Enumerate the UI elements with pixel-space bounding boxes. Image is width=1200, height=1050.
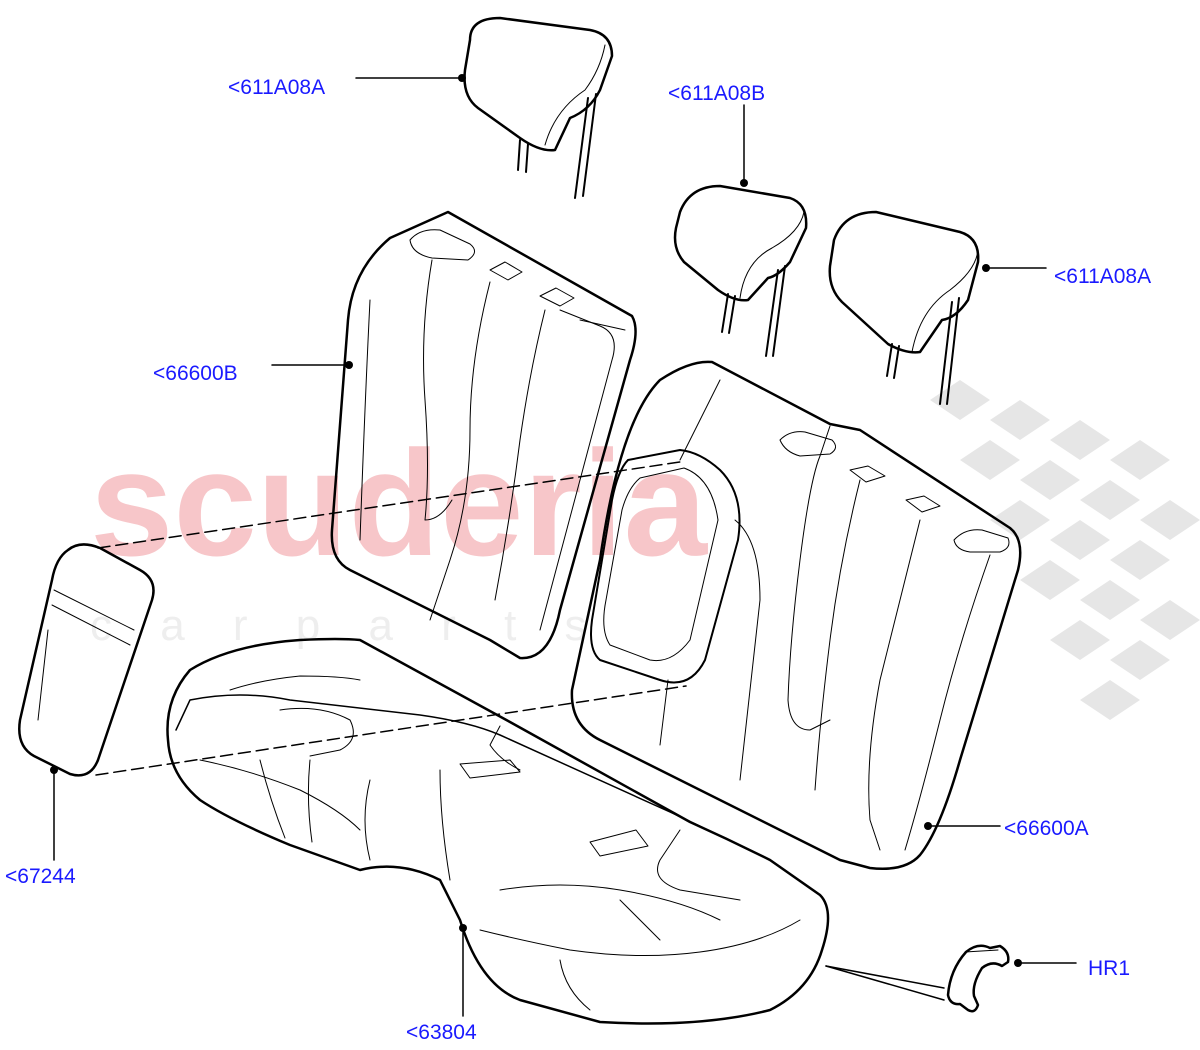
callout-clip-hr1[interactable]: HR1 <box>1088 957 1131 980</box>
watermark: scuderia c a r p a r t s <box>90 380 1200 720</box>
callout-armrest[interactable]: <67244 <box>5 865 76 888</box>
clip-hr1 <box>946 944 1010 1013</box>
watermark-main-text: scuderia <box>90 419 709 587</box>
leader-dots <box>50 74 1022 967</box>
backrest-right <box>570 360 1022 870</box>
seat-cushion <box>166 637 830 1025</box>
callout-backrest-right[interactable]: <66600A <box>1004 817 1089 840</box>
headrest-right <box>828 210 980 405</box>
backrest-left <box>330 210 637 660</box>
callout-headrest-middle[interactable]: <611A08B <box>668 82 766 105</box>
callout-backrest-left[interactable]: <66600B <box>153 362 238 385</box>
clip-leader-lines <box>825 965 945 1001</box>
headrest-top <box>463 16 614 199</box>
callout-seat-cushion[interactable]: <63804 <box>406 1021 477 1044</box>
watermark-sub-text: c a r p a r t s <box>90 601 605 650</box>
assembly-dashed-lines <box>95 461 687 776</box>
headrest-middle <box>673 184 808 357</box>
leader-lines <box>53 77 1077 1017</box>
callout-headrest-right[interactable]: <611A08A <box>1054 265 1152 288</box>
callout-headrest-top[interactable]: <611A08A <box>228 76 326 99</box>
watermark-checker-pattern <box>930 380 1200 720</box>
